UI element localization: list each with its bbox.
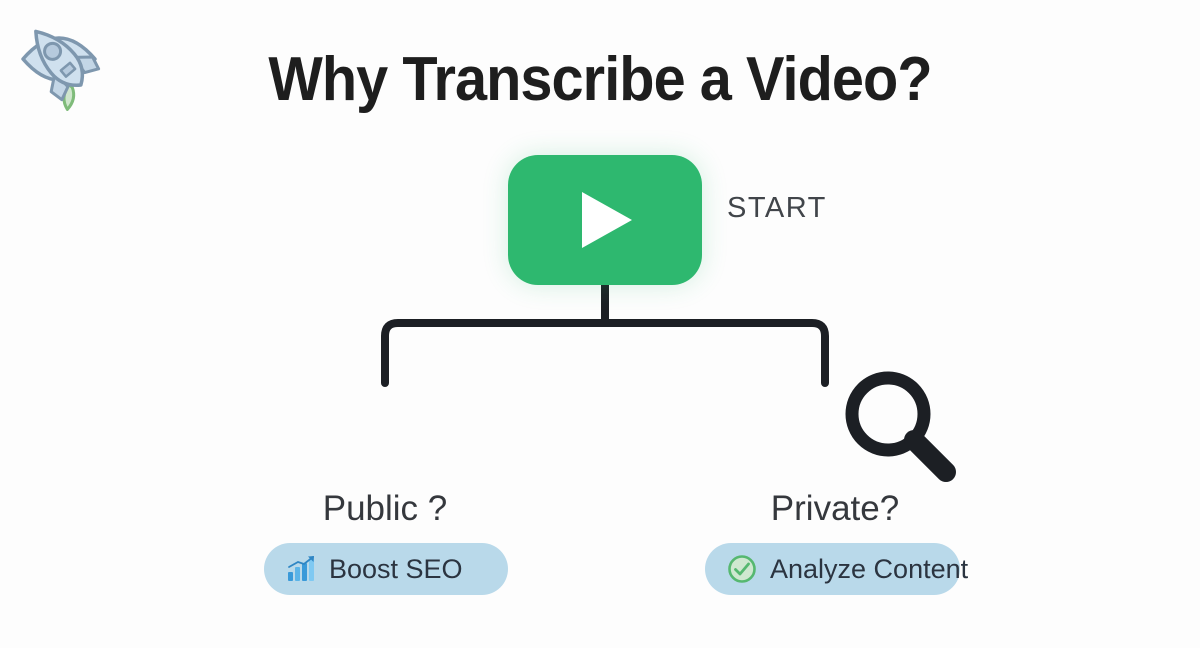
page-title: Why Transcribe a Video? <box>268 45 932 114</box>
outcome-pill-boost-seo[interactable]: Boost SEO <box>264 543 508 595</box>
branch-label-private: Private? <box>770 489 900 528</box>
branch-label-public: Public ? <box>322 489 448 528</box>
outcome-label-boost-seo: Boost SEO <box>329 553 463 584</box>
connector-branch-bus <box>381 319 829 387</box>
outcome-label-analyze-content: Analyze Content <box>770 553 969 584</box>
magnifying-glass-icon <box>838 368 968 493</box>
outcome-pill-analyze-content[interactable]: Analyze Content <box>705 543 968 595</box>
bar-chart-growth-icon <box>288 556 314 581</box>
check-circle-icon <box>728 555 756 583</box>
play-button-icon <box>582 192 632 248</box>
start-label: START <box>727 192 827 224</box>
rocket-icon <box>34 29 101 111</box>
start-video-node[interactable] <box>508 155 702 285</box>
